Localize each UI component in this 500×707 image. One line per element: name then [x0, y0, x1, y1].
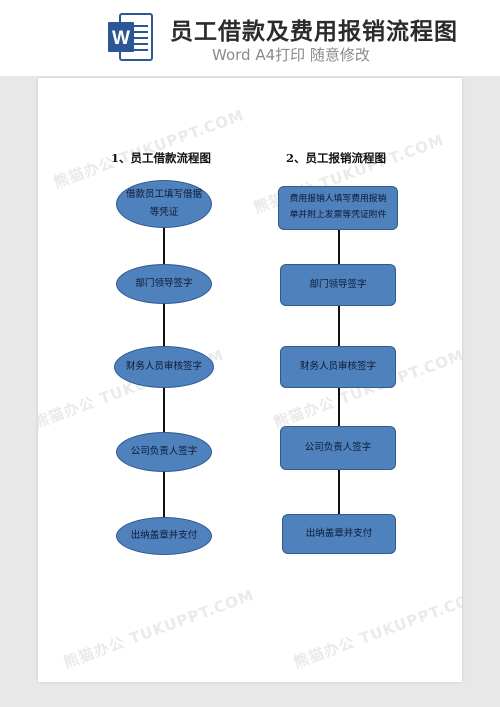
flow-left-step-5: 出纳盖章并支付: [116, 517, 212, 555]
word-doc-icon: W: [108, 13, 153, 61]
flow-right-step-2: 部门领导签字: [280, 264, 396, 306]
connector-line: [338, 470, 340, 514]
connector-line: [338, 230, 340, 264]
flow-right-step-3: 财务人员审核签字: [280, 346, 396, 388]
watermark: 熊猫办公 TUKUPPT.COM: [61, 586, 257, 672]
connector-line: [163, 302, 165, 346]
document-stage: 熊猫办公 TUKUPPT.COM 熊猫办公 TUKUPPT.COM 熊猫办公 T…: [0, 76, 500, 707]
page-subtitle: Word A4打印 随意修改: [212, 46, 370, 64]
connector-line: [163, 226, 165, 264]
flow-left-step-4: 公司负责人签字: [116, 432, 212, 472]
flow-left-step-1: 借款员工填写借据 等凭证: [116, 180, 212, 228]
connector-line: [338, 388, 340, 426]
page-title: 员工借款及费用报销流程图: [170, 19, 458, 45]
flow-right-title: 2、员工报销流程图: [286, 151, 387, 165]
flow-left-title: 1、员工借款流程图: [111, 151, 212, 165]
connector-line: [338, 306, 340, 346]
flow-right-step-1: 费用报销人填写费用报销 单并附上发票等凭证附件: [278, 186, 398, 230]
flow-left-step-2: 部门领导签字: [116, 264, 212, 304]
document-page: 熊猫办公 TUKUPPT.COM 熊猫办公 TUKUPPT.COM 熊猫办公 T…: [38, 78, 462, 682]
header: W 员工借款及费用报销流程图 Word A4打印 随意修改: [0, 0, 500, 76]
flow-right-step-5: 出纳盖章并支付: [282, 514, 396, 554]
watermark: 熊猫办公 TUKUPPT.COM: [51, 106, 247, 192]
watermark: 熊猫办公 TUKUPPT.COM: [291, 586, 462, 672]
connector-line: [163, 471, 165, 517]
flow-right-step-4: 公司负责人签字: [280, 426, 396, 470]
svg-text:W: W: [112, 28, 130, 49]
flow-left-step-3: 财务人员审核签字: [114, 346, 214, 388]
connector-line: [163, 386, 165, 432]
